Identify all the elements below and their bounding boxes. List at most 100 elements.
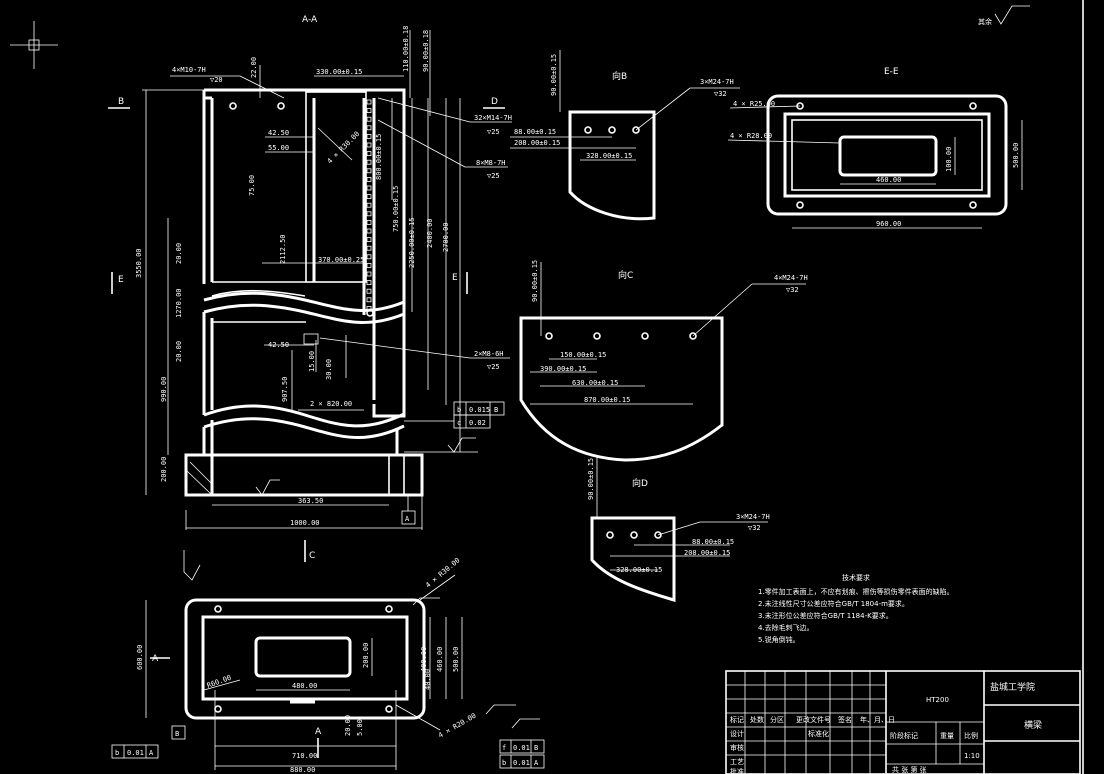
plan-dim: R60.00 <box>206 674 233 690</box>
tapped-hole <box>366 108 372 113</box>
svg-text:b: b <box>502 759 506 767</box>
svg-text:4×M10-7H: 4×M10-7H <box>172 66 206 74</box>
tech-req-item: 4.去除毛刺飞边。 <box>758 623 814 632</box>
view-b-title: 向B <box>612 70 627 82</box>
view-d-callout: 3×M24-7H <box>736 513 770 521</box>
view-c-dim: 90.00±0.15 <box>531 260 539 302</box>
section-marker-e-right: E <box>452 272 468 294</box>
svg-text:0.01: 0.01 <box>127 749 144 757</box>
school-name: 盐城工学院 <box>990 681 1035 693</box>
svg-text:363.50: 363.50 <box>298 497 323 505</box>
roughness-symbol: 其余 <box>978 5 1030 26</box>
svg-text:共 张 第 张: 共 张 第 张 <box>892 765 927 774</box>
svg-text:签名: 签名 <box>838 715 852 724</box>
view-c-title: 向C <box>618 269 633 281</box>
svg-text:c: c <box>457 419 461 427</box>
svg-text:0.015: 0.015 <box>469 406 490 414</box>
plan-dim: 4 × R20.00 <box>437 712 478 740</box>
svg-text:370.00±0.25: 370.00±0.25 <box>318 256 364 264</box>
svg-text:2 × 820.00: 2 × 820.00 <box>310 400 352 408</box>
plan-dim: 4 × R30.00 <box>424 556 461 589</box>
tapped-hole <box>366 176 372 182</box>
svg-text:b: b <box>457 406 461 414</box>
view-d-dim: 208.00±0.15 <box>684 549 730 557</box>
plan-dim: 200.00 <box>362 643 370 668</box>
svg-text:A: A <box>534 759 539 767</box>
view-ee-dim: 960.00 <box>876 220 901 228</box>
tapped-hole <box>366 142 372 148</box>
svg-text:0.02: 0.02 <box>469 419 486 427</box>
svg-text:设计: 设计 <box>730 729 744 738</box>
svg-text:750.00±0.15: 750.00±0.15 <box>392 186 400 232</box>
feature-control-frame-aa: b 0.015 B c 0.02 <box>404 401 505 429</box>
view-ee-dim: 500.00 <box>1012 143 1020 168</box>
svg-text:▽25: ▽25 <box>487 363 500 371</box>
svg-text:B: B <box>118 97 124 107</box>
svg-text:A: A <box>149 749 154 757</box>
svg-text:B: B <box>494 406 498 414</box>
view-d-callout2: ▽32 <box>748 524 761 532</box>
dimension-text-aa: 4×M10-7H ▽20 32×M14-7H ▽25 8×M8-7H ▽25 2… <box>135 26 512 527</box>
section-marker-c: C <box>304 540 315 562</box>
plan-dim: 5.00 <box>356 719 364 736</box>
svg-text:330.00±0.15: 330.00±0.15 <box>316 68 362 76</box>
svg-text:重量: 重量 <box>940 732 954 740</box>
view-b-dim: 88.00±0.15 <box>514 128 556 136</box>
svg-text:42.50: 42.50 <box>268 341 289 349</box>
plan-dim: 600.00 <box>136 645 144 670</box>
plan-dim: 400.00 <box>420 647 428 672</box>
section-aa-body <box>184 88 424 497</box>
svg-text:90.00±0.18: 90.00±0.18 <box>422 30 430 72</box>
svg-text:110.00±0.18: 110.00±0.18 <box>402 26 410 72</box>
view-ee-dim: 4 × R25.00 <box>733 100 775 108</box>
hole-marker <box>366 309 374 317</box>
svg-text:0.01: 0.01 <box>513 759 530 767</box>
svg-text:B: B <box>175 730 179 738</box>
plan-dim: 880.00 <box>290 766 315 774</box>
tapped-hole <box>366 245 372 251</box>
svg-text:A: A <box>405 515 410 523</box>
svg-text:▽25: ▽25 <box>487 172 500 180</box>
view-ee-body <box>727 94 1023 229</box>
part-name: 横梁 <box>1024 719 1042 731</box>
svg-text:标记: 标记 <box>730 715 744 724</box>
svg-text:8×M8-7H: 8×M8-7H <box>476 159 506 167</box>
tapped-hole <box>366 262 372 268</box>
view-b-dim: 90.00±0.15 <box>550 54 558 96</box>
tapped-hole <box>366 99 372 105</box>
svg-text:75.00: 75.00 <box>248 175 256 196</box>
section-marker-a: A <box>315 727 322 737</box>
plan-dim: 20.00 <box>344 715 352 736</box>
tapped-hole <box>366 219 372 225</box>
section-marker-a: A <box>152 654 159 664</box>
view-ee-dim: 4 × R28.00 <box>730 132 772 140</box>
section-marker-e-left: E <box>111 272 124 294</box>
svg-text:0.01: 0.01 <box>513 744 530 752</box>
tapped-hole <box>366 159 372 165</box>
view-b-dim: 328.00±0.15 <box>586 152 632 160</box>
view-d-title: 向D <box>632 477 648 489</box>
view-c-callout: 4×M24-7H <box>774 274 808 282</box>
tapped-hole <box>366 133 372 139</box>
svg-text:其余: 其余 <box>978 17 992 26</box>
plan-dim: 460.00 <box>436 647 444 672</box>
svg-text:分区: 分区 <box>770 715 784 724</box>
view-b-dim: 208.00±0.15 <box>514 139 560 147</box>
svg-text:▽20: ▽20 <box>210 76 223 84</box>
svg-text:处数: 处数 <box>750 715 764 724</box>
view-ee-dim: 100.00 <box>945 147 953 172</box>
svg-text:审核: 审核 <box>730 743 744 752</box>
plan-fcf: b 0.01 A B f 0.01 B b 0.01 A <box>111 725 545 769</box>
svg-text:200.00: 200.00 <box>160 457 168 482</box>
svg-text:990.00: 990.00 <box>160 377 168 402</box>
plan-view-body <box>145 574 463 770</box>
tech-req-item: 1.零件加工表面上，不应有划痕、擦伤等损伤零件表面的缺陷。 <box>758 587 954 596</box>
svg-text:C: C <box>309 551 315 561</box>
plan-dim: 480.00 <box>292 682 317 690</box>
view-ee-title: E-E <box>884 67 899 77</box>
svg-text:1000.00: 1000.00 <box>290 519 320 527</box>
roughness-marks-plan <box>183 550 540 729</box>
svg-text:▽25: ▽25 <box>487 128 500 136</box>
svg-text:比例: 比例 <box>964 731 978 740</box>
svg-text:907.50: 907.50 <box>281 377 289 402</box>
